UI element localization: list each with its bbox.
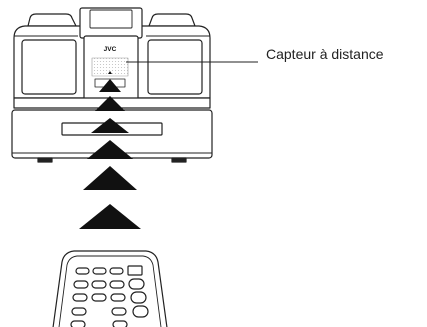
top-left-deck (27, 13, 77, 27)
signal-arrows (79, 79, 141, 229)
top-right-deck (148, 13, 196, 27)
remote-button (75, 267, 90, 275)
left-panel (21, 39, 77, 95)
center-top-slot (89, 9, 133, 29)
remote-button (110, 293, 126, 302)
remote-button (130, 291, 147, 304)
signal-arrow-icon (91, 118, 129, 133)
remote-button (128, 278, 145, 290)
signal-arrow-icon (83, 166, 137, 190)
right-panel (147, 39, 203, 95)
remote-button (70, 320, 86, 327)
remote-button (132, 305, 149, 318)
foot-right (171, 157, 187, 163)
stereo-unit (11, 7, 213, 163)
remote-button (72, 293, 88, 302)
signal-arrow-icon (79, 204, 141, 229)
remote-button (71, 307, 87, 316)
remote-sensor-label: Capteur à distance (266, 46, 384, 62)
remote-button (112, 320, 128, 327)
signal-arrow-icon (87, 140, 133, 159)
remote-button (109, 267, 124, 275)
remote-button (73, 280, 89, 289)
foot-left (37, 157, 53, 163)
sensor-marker-icon (108, 71, 112, 74)
remote-button (91, 280, 107, 289)
remote-button (109, 280, 125, 289)
remote-button (111, 307, 127, 316)
remote-button (127, 265, 143, 276)
remote-sensor-window (91, 57, 129, 77)
remote-button (91, 293, 107, 302)
remote-body-inner (58, 255, 162, 327)
remote-control (52, 250, 168, 327)
remote-button (92, 267, 107, 275)
signal-arrow-icon (99, 79, 121, 92)
jvc-logo: JVC (104, 46, 117, 53)
signal-arrow-icon (95, 96, 125, 111)
